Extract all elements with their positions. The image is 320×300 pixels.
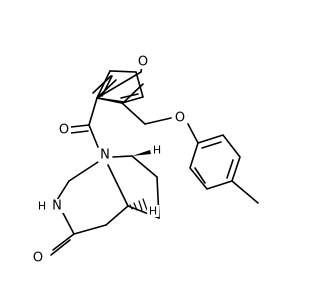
wedge-bond-top — [132, 150, 151, 156]
bond-ch2-bridgehead-bottom — [105, 205, 129, 226]
svg-text:H: H — [153, 144, 161, 157]
atom-o-ether: O — [173, 111, 187, 126]
atom-o-furan: O — [136, 55, 150, 70]
bond-c2-ch2 — [121, 102, 146, 125]
bond-carbonyl-o — [70, 124, 90, 128]
hash-bond-bottom — [129, 198, 148, 211]
bond-lactam-co — [52, 233, 75, 251]
svg-text:H: H — [149, 205, 157, 218]
bond-bridgehead-top-ch2 — [131, 155, 158, 178]
bond-ch2-o — [144, 117, 172, 125]
svg-text:N: N — [52, 199, 62, 214]
bond-n-amide-c-lactam — [62, 212, 75, 235]
bond-c3-carbonyl — [88, 97, 98, 126]
bond-ch2-n-amide — [56, 180, 70, 201]
bond-carbonyl-o-double — [70, 130, 89, 134]
bond-lactam-ch2 — [73, 224, 107, 235]
bond-n-ch2-left — [68, 161, 99, 182]
bond-furan-double-2 — [120, 93, 139, 99]
bond-benzene-double-3 — [194, 167, 206, 184]
bond-furan-c3-c4 — [96, 79, 117, 99]
molecule-structure: O O O N H H N H O — [31, 55, 259, 266]
bond-benzene-double-1 — [201, 141, 222, 149]
bond-carbonyl-n — [88, 124, 99, 148]
bond-n-bridgehead-top — [112, 155, 133, 158]
bond-lactam-co-double — [50, 239, 71, 256]
bond-bridgehead-bottom-n — [107, 164, 129, 207]
atom-h-bottom: H — [147, 205, 159, 218]
atom-h-amide: H — [36, 200, 48, 213]
bond-furan-c3-c4-double — [92, 75, 112, 94]
atom-n-amide: N — [50, 199, 64, 214]
svg-text:O: O — [59, 123, 69, 138]
bond-o-aryl — [187, 123, 199, 144]
bond-furan-c4-c5 — [96, 71, 142, 99]
atom-o-carbonyl: O — [57, 123, 71, 138]
bond-benzene-double-2 — [226, 159, 234, 179]
bond-furan-ring — [96, 70, 144, 104]
bond-furan-double-1 — [101, 75, 113, 97]
svg-text:O: O — [33, 251, 43, 266]
atom-o-lactam: O — [31, 251, 45, 266]
svg-text:O: O — [138, 55, 148, 70]
atom-h-top: H — [151, 144, 163, 157]
bond-aryl-methyl — [231, 180, 259, 204]
svg-text:N: N — [100, 148, 110, 163]
svg-text:O: O — [175, 111, 185, 126]
svg-text:H: H — [38, 200, 46, 213]
atom-n-bridge: N — [98, 148, 112, 163]
